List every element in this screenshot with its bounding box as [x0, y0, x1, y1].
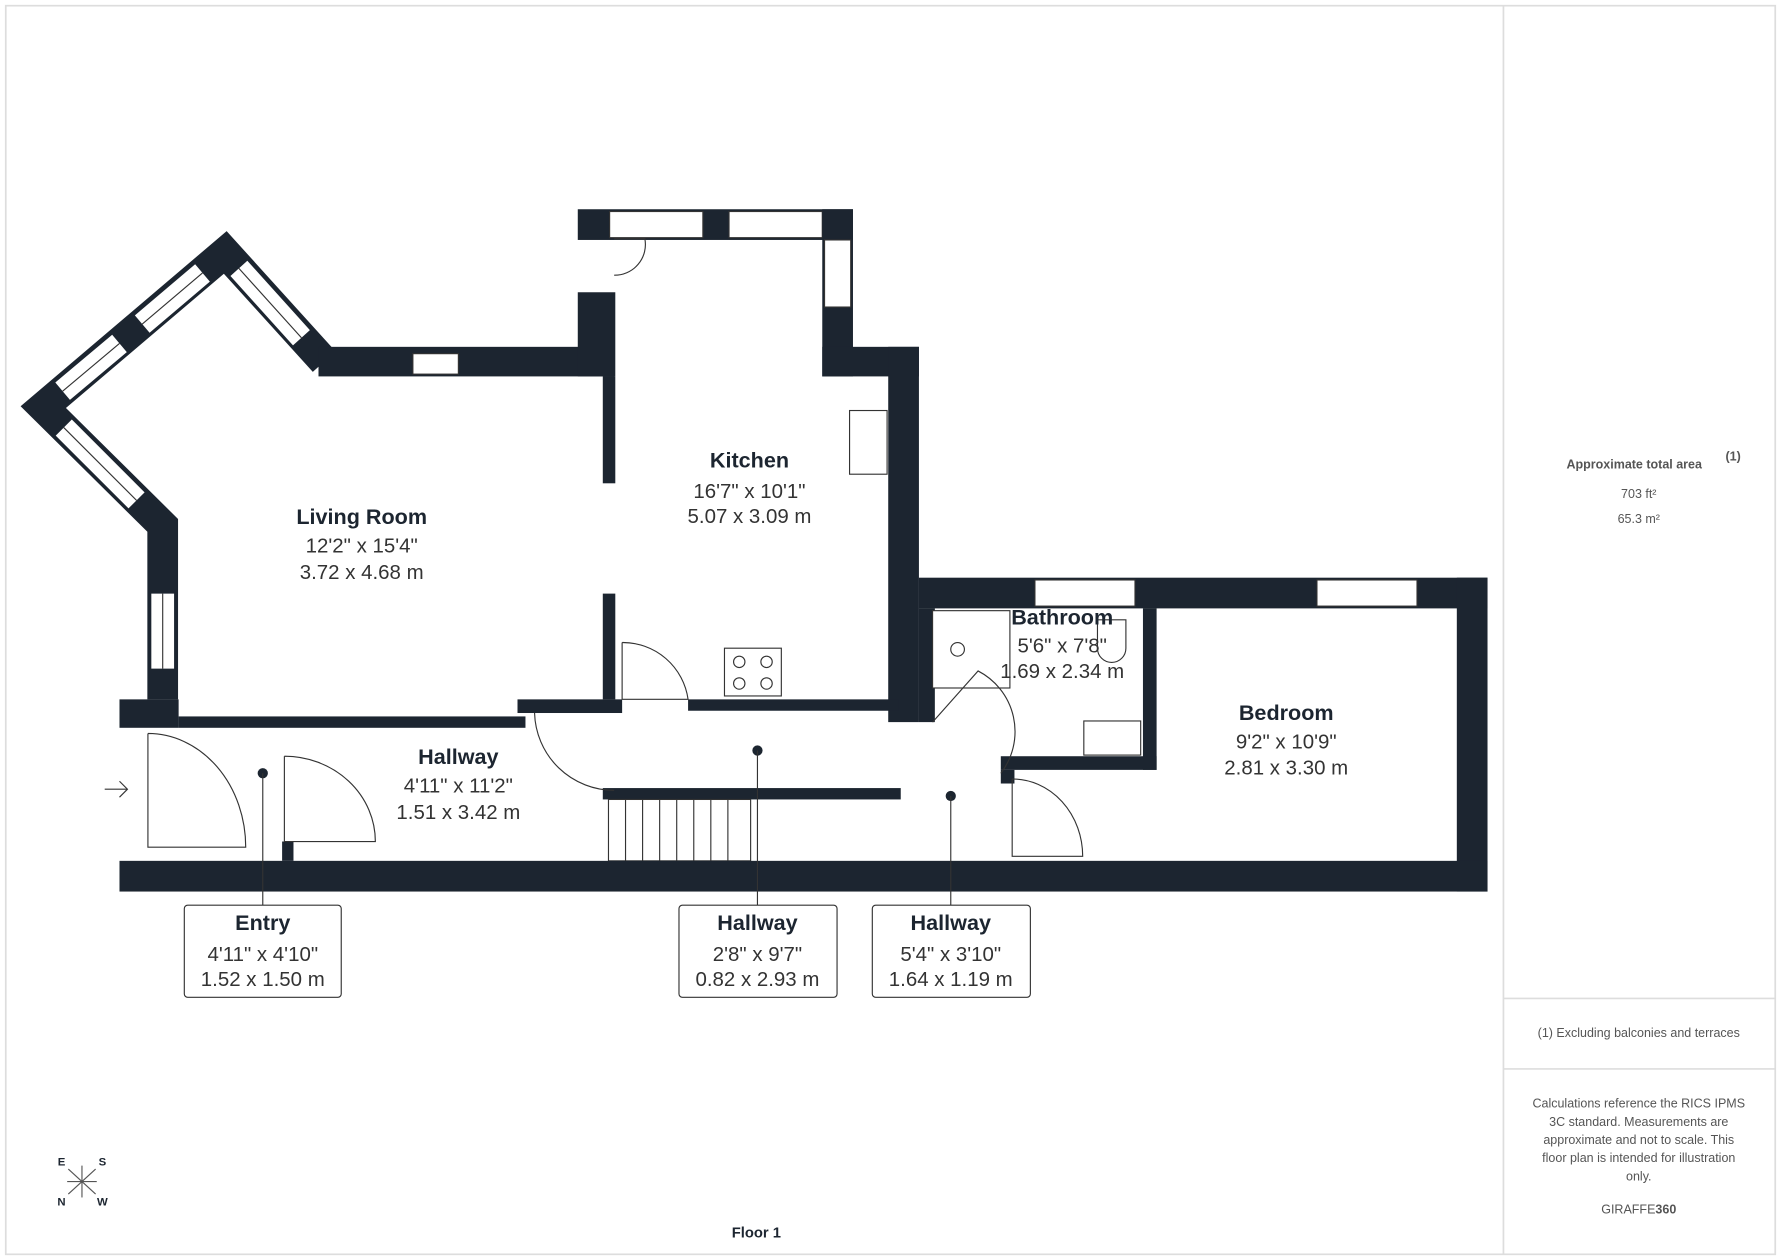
callout-dimensions-imperial: 2'8" x 9'7" [713, 943, 802, 966]
room-dimensions-metric: 1.69 x 2.34 m [1000, 660, 1124, 683]
callout-dimensions-metric: 1.52 x 1.50 m [201, 968, 325, 991]
stairs [607, 798, 752, 862]
doors [104, 238, 1084, 857]
footnote: (1) Excluding balconies and terraces [1538, 1026, 1740, 1040]
room-dimensions-metric: 2.81 x 3.30 m [1224, 756, 1348, 779]
walls [20, 209, 1488, 892]
area-m: 65.3 m² [1618, 512, 1660, 526]
room-name: Hallway [418, 744, 498, 769]
basin [1083, 720, 1142, 756]
room-dimensions-imperial: 5'6" x 7'8" [1017, 635, 1106, 658]
disclaimer: Calculations reference the RICS IPMS 3C … [1532, 1097, 1745, 1184]
room-label-bathroom: Bathroom 5'6" x 7'8" 1.69 x 2.34 m [1000, 604, 1124, 682]
area-footnote-ref: (1) [1726, 450, 1741, 464]
compass-w: W [97, 1196, 108, 1208]
room-dimensions-metric: 3.72 x 4.68 m [300, 561, 424, 584]
compass-n: N [57, 1196, 65, 1208]
room-label-bedroom: Bedroom 9'2" x 10'9" 2.81 x 3.30 m [1224, 700, 1348, 780]
window [823, 239, 852, 308]
window [1316, 579, 1418, 607]
callout-name: Hallway [911, 910, 991, 935]
room-dimensions-imperial: 4'11" x 11'2" [404, 775, 513, 798]
callout-name: Entry [235, 910, 290, 935]
callout-hallway-stairs: Hallway 2'8" x 9'7" 0.82 x 2.93 m [678, 745, 838, 998]
room-name: Kitchen [710, 447, 789, 472]
callout-entry: Entry 4'11" x 4'10" 1.52 x 1.50 m [183, 768, 342, 998]
room-dimensions-imperial: 9'2" x 10'9" [1236, 730, 1337, 753]
compass-s: S [99, 1157, 107, 1169]
room-dimensions-imperial: 12'2" x 15'4" [306, 535, 418, 558]
sink [848, 409, 888, 475]
hob [723, 647, 782, 697]
callout-dimensions-imperial: 5'4" x 3'10" [900, 943, 1001, 966]
room-name: Living Room [296, 504, 427, 529]
callout-dimensions-imperial: 4'11" x 4'10" [207, 943, 318, 966]
floor-label: Floor 1 [732, 1225, 781, 1241]
callout-name: Hallway [717, 910, 797, 935]
room-dimensions-metric: 5.07 x 3.09 m [688, 505, 812, 528]
disclaimer-line: 3C standard. Measurements are [1549, 1115, 1728, 1129]
compass-icon: E S N W [57, 1157, 108, 1209]
callout-dimensions-metric: 0.82 x 2.93 m [695, 968, 819, 991]
room-name: Bathroom [1011, 604, 1113, 629]
area-title: Approximate total area [1566, 458, 1703, 472]
area-ft: 703 ft² [1621, 487, 1656, 501]
disclaimer-line: only. [1626, 1169, 1651, 1183]
callout-dimensions-metric: 1.64 x 1.19 m [889, 968, 1013, 991]
room-label-hallway: Hallway 4'11" x 11'2" 1.51 x 3.42 m [396, 744, 520, 824]
toilet [1096, 619, 1127, 663]
brand-number: 360 [1655, 1202, 1676, 1216]
disclaimer-line: Calculations reference the RICS IPMS [1532, 1097, 1745, 1111]
fireplace [412, 353, 459, 375]
room-name: Bedroom [1239, 700, 1334, 725]
room-dimensions-metric: 1.51 x 3.42 m [396, 801, 520, 824]
window [1034, 579, 1136, 607]
disclaimer-line: approximate and not to scale. This [1543, 1133, 1734, 1147]
compass-e: E [58, 1157, 66, 1169]
window [609, 210, 704, 239]
room-dimensions-imperial: 16'7" x 10'1" [693, 480, 805, 503]
area-summary: Approximate total area (1) 703 ft² 65.3 … [1566, 450, 1740, 527]
room-label-kitchen: Kitchen 16'7" x 10'1" 5.07 x 3.09 m [688, 447, 812, 528]
callout-hallway-east: Hallway 5'4" x 3'10" 1.64 x 1.19 m [871, 790, 1031, 998]
window [728, 210, 823, 239]
room-label-living-room: Living Room 12'2" x 15'4" 3.72 x 4.68 m [296, 504, 427, 584]
shower [932, 610, 1011, 689]
brand-name: GIRAFFE [1601, 1202, 1655, 1216]
brand-logo: GIRAFFE360 [1601, 1202, 1676, 1216]
disclaimer-line: floor plan is intended for illustration [1542, 1151, 1735, 1165]
